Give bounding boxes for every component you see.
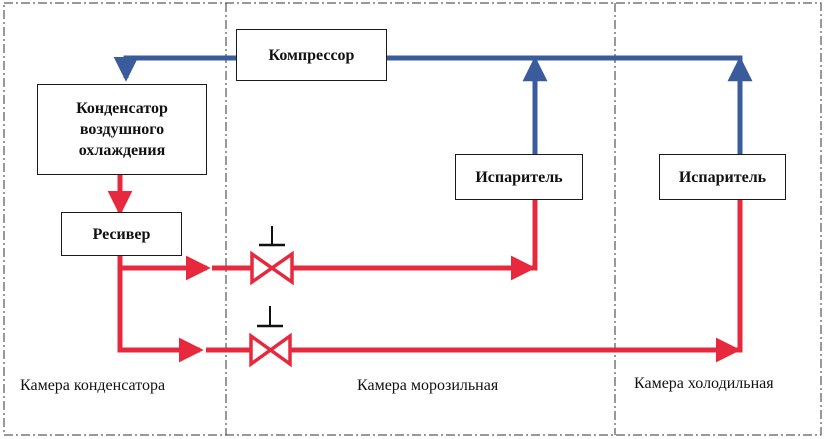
condenser-box: Конденсатор воздушного охлаждения xyxy=(37,84,207,175)
zone-label-condenser-chamber: Камера конденсатора xyxy=(20,377,166,394)
valve-freezer-body-icon xyxy=(250,250,294,286)
evaporator-cooler-box: Испаритель xyxy=(659,154,786,200)
liquid-line-cooler xyxy=(117,268,204,363)
suction-lines xyxy=(113,55,753,154)
liquid-line-freezer xyxy=(117,255,211,281)
valve-cooler-body-icon xyxy=(249,332,292,368)
zone-label-cooler-chamber: Камера холодильная xyxy=(634,375,774,392)
zone-label-freezer-chamber: Камера морозильная xyxy=(357,377,499,394)
freezer-evaporator-feed xyxy=(291,200,538,271)
liquid-lines xyxy=(107,175,743,363)
expansion-valve-freezer xyxy=(250,226,294,286)
compressor-discharge-line xyxy=(113,55,236,82)
zone-boundaries xyxy=(3,2,822,436)
expansion-valve-cooler xyxy=(249,306,292,368)
receiver-box: Ресивер xyxy=(61,212,182,256)
suction-line-header xyxy=(387,55,743,154)
evaporator-freezer-box: Испаритель xyxy=(455,154,583,200)
cooler-evaporator-feed xyxy=(290,200,743,353)
zone-outer-border xyxy=(3,2,822,436)
compressor-box: Компрессор xyxy=(236,29,387,81)
